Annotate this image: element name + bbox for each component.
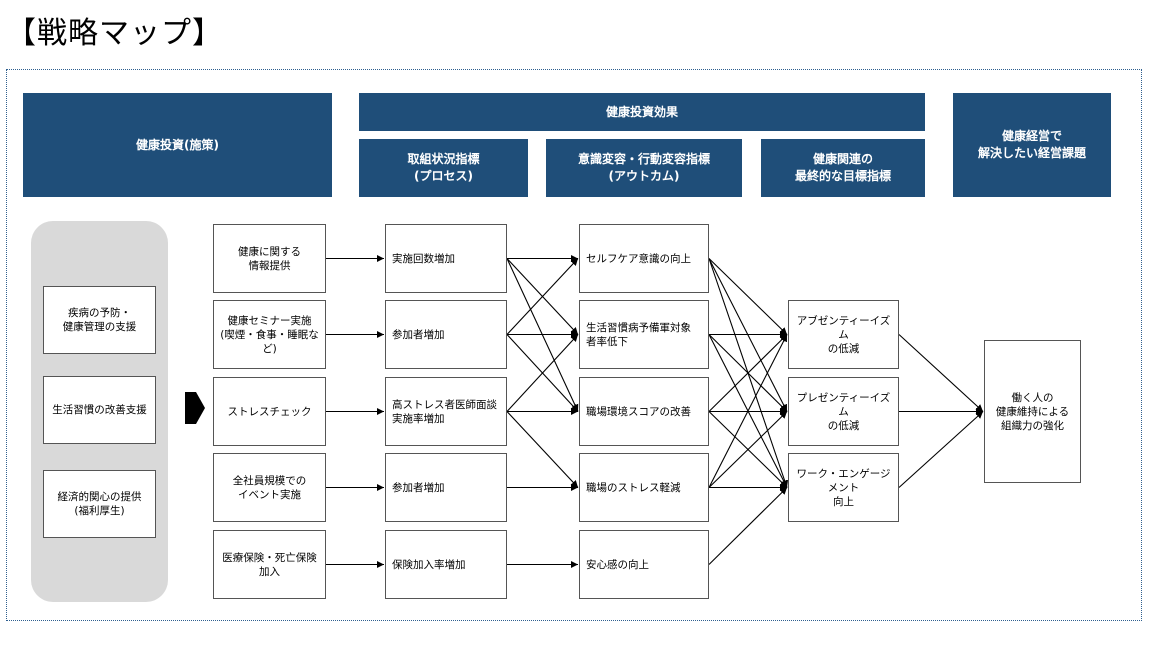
connector-o0-f0 xyxy=(708,258,788,335)
process-participants-increase: 参加者増加 xyxy=(385,300,507,369)
connector-o2-f0 xyxy=(708,334,788,412)
final-presenteeism: プレゼンティーイズム の低減 xyxy=(788,377,899,446)
connector-p2-o3 xyxy=(506,411,579,488)
header-process: 取組状況指標 (プロセス) xyxy=(359,139,528,197)
outcome-workplace-score: 職場環境スコアの改善 xyxy=(579,377,709,446)
connector-f0-g xyxy=(898,334,984,412)
outcome-sense-of-security: 安心感の向上 xyxy=(579,530,709,599)
measure-stress-check: ストレスチェック xyxy=(213,377,326,446)
connector-p1-o0 xyxy=(506,258,579,335)
goal-organizational-strength: 働く人の 健康維持による 組織力の強化 xyxy=(984,340,1081,483)
category-lifestyle: 生活習慣の改善支援 xyxy=(43,376,156,444)
category-prevention: 疾病の予防・ 健康管理の支援 xyxy=(43,286,156,354)
strategy-map-frame xyxy=(6,69,1142,621)
connector-o3-f0 xyxy=(708,334,788,488)
header-final: 健康関連の 最終的な目標指標 xyxy=(761,139,925,197)
outcome-lifestyle-risk: 生活習慣病予備軍対象 者率低下 xyxy=(579,300,709,369)
header-outcome: 意識変容・行動変容指標 (アウトカム) xyxy=(546,139,742,197)
outcome-stress-reduction: 職場のストレス軽減 xyxy=(579,453,709,522)
measure-health-info: 健康に関する 情報提供 xyxy=(213,224,326,293)
measure-company-event: 全社員規模での イベント実施 xyxy=(213,453,326,522)
edge-layer xyxy=(326,255,984,568)
connector-p2-o1 xyxy=(506,334,579,412)
big-arrow-icon xyxy=(185,392,205,424)
measure-insurance: 医療保険・死亡保険 加入 xyxy=(213,530,326,599)
measure-health-seminar: 健康セミナー実施 (喫煙・食事・睡眠な ど) xyxy=(213,300,326,369)
header-effect: 健康投資効果 xyxy=(359,93,925,131)
connector-o3-f1 xyxy=(708,411,788,488)
header-issue: 健康経営で 解決したい経営課題 xyxy=(953,93,1111,197)
connector-o4-f2 xyxy=(708,487,788,565)
final-engagement: ワーク・エンゲージメント 向上 xyxy=(788,453,899,522)
process-insurance-rate: 保険加入率増加 xyxy=(385,530,507,599)
category-welfare: 経済的関心の提供 (福利厚生) xyxy=(43,470,156,538)
page-title: 【戦略マップ】 xyxy=(6,16,223,51)
connector-f2-g xyxy=(898,411,984,488)
process-interview-rate: 高ストレス者医師面談 実施率増加 xyxy=(385,377,507,446)
process-count-increase: 実施回数増加 xyxy=(385,224,507,293)
header-investment: 健康投資(施策) xyxy=(23,93,332,197)
process-event-participants: 参加者増加 xyxy=(385,453,507,522)
final-absenteeism: アブゼンティーイズム の低減 xyxy=(788,300,899,369)
outcome-selfcare: セルフケア意識の向上 xyxy=(579,224,709,293)
